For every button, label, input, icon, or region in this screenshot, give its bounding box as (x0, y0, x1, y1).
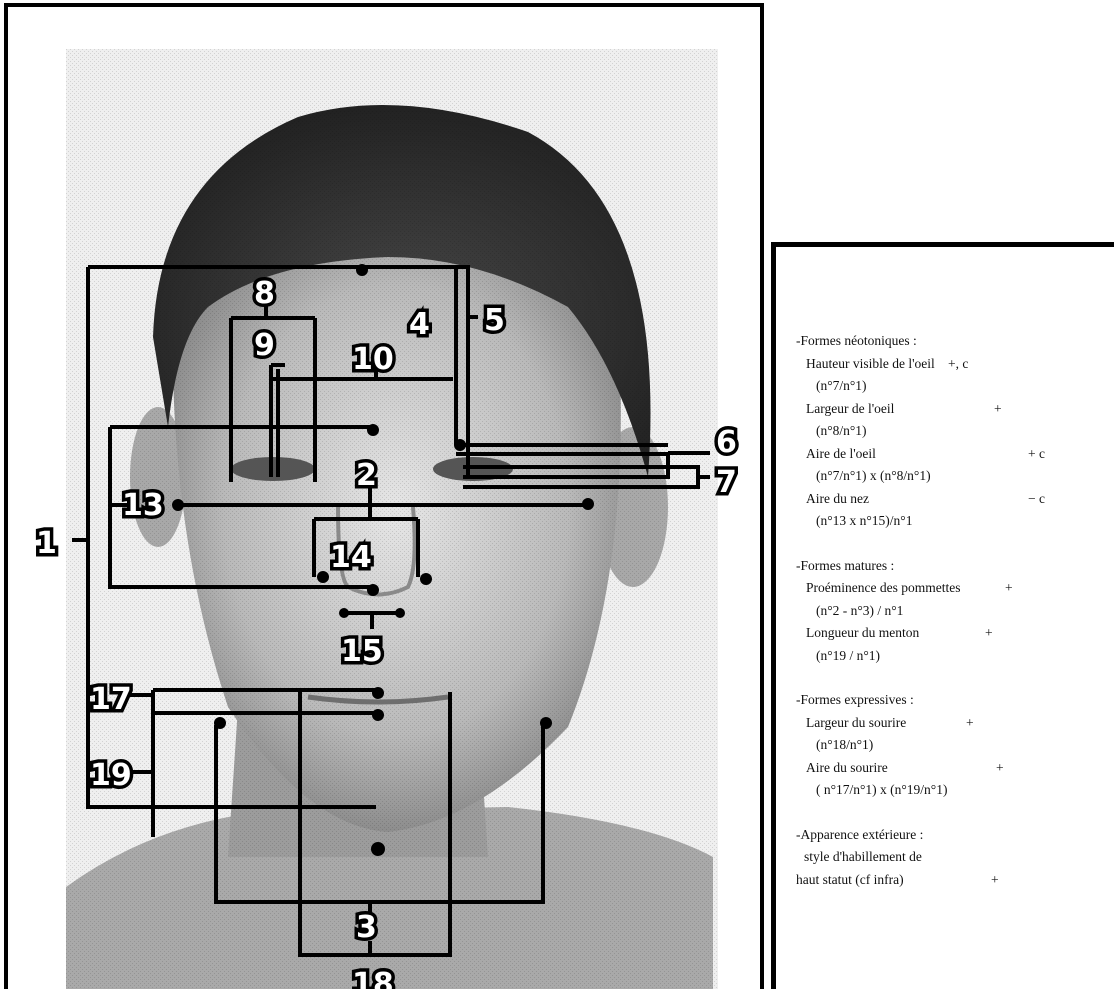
legend-item: Largeur de l'oeil + (796, 398, 1096, 421)
legend-item-sign: + (996, 757, 1004, 780)
legend-item: Aire de l'oeil + c (796, 443, 1096, 466)
legend-item-sign: + (966, 712, 974, 735)
label-19: 19 (90, 758, 132, 793)
legend-item: Aire du nez − c (796, 488, 1096, 511)
legend-item: Aire du sourire + (796, 757, 1096, 780)
label-18: 18 (352, 967, 394, 989)
face-photo-frame: 1 2 3 4 5 6 7 8 9 10 13 14 15 17 19 18 (4, 3, 764, 989)
legend-item-sign: + (994, 398, 1002, 421)
legend-item: Largeur du sourire + (796, 712, 1096, 735)
legend-item-sign: + (991, 869, 999, 892)
legend-item-label: Largeur du sourire (806, 715, 906, 730)
label-8: 8 (254, 276, 275, 311)
legend-item-formula: (n°13 x n°15)/n°1 (796, 510, 1096, 533)
legend-item-label: Aire du sourire (806, 760, 888, 775)
legend-item-label: Aire du nez (806, 491, 869, 506)
legend-item-label: Longueur du menton (806, 625, 919, 640)
legend-item-formula: (n°7/n°1) (796, 375, 1096, 398)
legend-item-sign: + c (1028, 443, 1045, 466)
label-2: 2 (356, 458, 377, 493)
legend-item: Longueur du menton + (796, 622, 1096, 645)
label-5: 5 (484, 303, 505, 338)
legend-item-label: Largeur de l'oeil (806, 401, 894, 416)
legend-section-title: -Formes matures : (796, 555, 1096, 578)
legend-item-label: Hauteur visible de l'oeil (806, 356, 935, 371)
legend-item: haut statut (cf infra) + (796, 869, 1096, 892)
legend-section-title: -Formes néotoniques : (796, 330, 1096, 353)
legend-item-sign: + (985, 622, 993, 645)
legend-item-formula: ( n°17/n°1) x (n°19/n°1) (796, 779, 1096, 802)
label-7: 7 (716, 465, 737, 500)
legend-item-sign: + (1005, 577, 1013, 600)
section-gap (796, 802, 1096, 824)
legend-item-label: haut statut (cf infra) (796, 872, 904, 887)
legend-item-formula: (n°18/n°1) (796, 734, 1096, 757)
legend-item-formula: (n°2 - n°3) / n°1 (796, 600, 1096, 623)
label-15: 15 (341, 634, 383, 669)
legend-item: Hauteur visible de l'oeil +, c (796, 353, 1096, 376)
label-10: 10 (352, 342, 394, 377)
legend-item-label: Aire de l'oeil (806, 446, 876, 461)
label-9: 9 (254, 328, 275, 363)
legend-item: style d'habillement de (796, 846, 1096, 869)
legend-section-title: -Formes expressives : (796, 689, 1096, 712)
legend-item-label: style d'habillement de (804, 849, 922, 864)
label-3: 3 (356, 910, 377, 945)
label-4: 4 (409, 307, 430, 342)
label-6: 6 (716, 425, 737, 460)
label-1: 1 (36, 526, 57, 561)
section-gap (796, 533, 1096, 555)
legend-section-title: -Apparence extérieure : (796, 824, 1096, 847)
legend: -Formes néotoniques :Hauteur visible de … (796, 330, 1096, 891)
legend-item-sign: − c (1028, 488, 1045, 511)
legend-item-formula: (n°19 / n°1) (796, 645, 1096, 668)
legend-item: Proéminence des pommettes + (796, 577, 1096, 600)
legend-panel: -Formes néotoniques :Hauteur visible de … (771, 242, 1114, 989)
legend-item-formula: (n°8/n°1) (796, 420, 1096, 443)
label-17: 17 (90, 682, 132, 717)
label-13: 13 (122, 488, 164, 523)
legend-item-label: Proéminence des pommettes (806, 580, 960, 595)
legend-item-sign: +, c (948, 353, 968, 376)
face-measurement-diagram: 1 2 3 4 5 6 7 8 9 10 13 14 15 17 19 18 (8, 7, 764, 989)
section-gap (796, 667, 1096, 689)
legend-item-formula: (n°7/n°1) x (n°8/n°1) (796, 465, 1096, 488)
label-14: 14 (330, 540, 372, 575)
